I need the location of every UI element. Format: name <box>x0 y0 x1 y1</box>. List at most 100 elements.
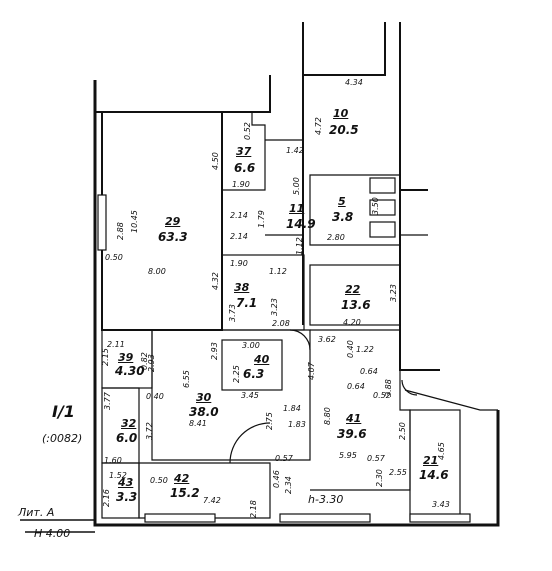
dimension-label: 1.52 <box>109 471 127 480</box>
dimension-label: 1.90 <box>230 259 248 268</box>
room-area-5: 3.8 <box>332 210 354 224</box>
dimension-label: 2.93 <box>147 354 156 372</box>
dimension-label: 0.52 <box>373 391 391 400</box>
dimension-label: 2.18 <box>249 500 258 518</box>
dimension-label: 2.88 <box>116 222 125 240</box>
dimension-label: 2.50 <box>398 422 407 440</box>
dimension-label: 0.52 <box>243 122 252 140</box>
dimension-label: 7.42 <box>203 496 221 505</box>
dimension-label: 3.88 <box>384 379 393 397</box>
room-area-10: 20.5 <box>329 123 359 137</box>
height-mark: h-3.30 <box>308 493 344 506</box>
dimension-label: 0.64 <box>360 367 378 376</box>
room-area-42: 15.2 <box>170 486 200 500</box>
scale-note: (:0082) <box>42 432 83 445</box>
dimension-label: 0.40 <box>346 340 355 358</box>
room-area-43: 3.3 <box>116 490 138 504</box>
room-number-11: 11 <box>289 202 305 215</box>
room-area-22: 13.6 <box>341 298 371 312</box>
dimension-label: 4.20 <box>343 318 361 327</box>
dimension-label: 3.23 <box>270 298 279 316</box>
room-number-32: 32 <box>121 417 137 430</box>
dimension-label: 3.23 <box>389 284 398 302</box>
dimension-label: 2.08 <box>272 319 290 328</box>
dimension-label: 2.15 <box>101 348 110 366</box>
room-number-40: 40 <box>254 353 270 366</box>
room-area-11: 14.9 <box>286 217 316 231</box>
room-number-37: 37 <box>236 145 252 158</box>
dimension-label: 4.32 <box>211 272 220 290</box>
letter-label: Лит. А <box>18 506 55 519</box>
dimension-label: 0.50 <box>150 476 168 485</box>
room-number-42: 42 <box>174 472 190 485</box>
room-number-5: 5 <box>338 195 346 208</box>
room-number-30: 30 <box>196 391 212 404</box>
dimension-label: 0.64 <box>347 382 365 391</box>
room-number-10: 10 <box>333 107 349 120</box>
room-area-40: 6.3 <box>243 367 265 381</box>
dimension-label: 2.34 <box>284 476 293 494</box>
dimension-label: 10.45 <box>130 210 139 233</box>
height-label: H 4.00 <box>34 527 71 540</box>
dimension-label: 1.84 <box>283 404 301 413</box>
dimension-label: 2.80 <box>327 233 345 242</box>
room-area-37: 6.6 <box>234 161 256 175</box>
room-area-29: 63.3 <box>158 230 188 244</box>
dimension-label: 5.00 <box>292 177 301 195</box>
room-area-41: 39.6 <box>337 427 367 441</box>
dimension-label: 4.07 <box>307 362 316 380</box>
dimension-label: 0.57 <box>275 454 293 463</box>
dimension-label: 8.00 <box>148 267 166 276</box>
room-area-38: 7.1 <box>236 296 258 310</box>
dimension-label: 1.79 <box>257 210 266 228</box>
dimension-label: 4.72 <box>314 117 323 135</box>
dimension-label: 1.12 <box>295 237 304 255</box>
room-number-43: 43 <box>118 476 134 489</box>
dimension-label: 1.42 <box>286 146 304 155</box>
dimension-label: 0.46 <box>272 470 281 488</box>
dimension-label: 2.30 <box>375 469 384 487</box>
dimension-label: 2.55 <box>389 468 407 477</box>
dimension-label: 2.11 <box>107 340 125 349</box>
dimension-label: 1.83 <box>288 420 306 429</box>
dimension-label: 2.75 <box>265 412 274 430</box>
dimension-label: 2.14 <box>230 232 248 241</box>
section-mark: I/1 <box>52 402 75 421</box>
walls <box>20 22 500 533</box>
room-number-39: 39 <box>118 351 134 364</box>
dimension-label: 4.50 <box>211 152 220 170</box>
dimension-label: 0.57 <box>367 454 385 463</box>
room-number-41: 41 <box>346 412 362 425</box>
room-number-29: 29 <box>165 215 181 228</box>
dimension-label: 4.65 <box>437 442 446 460</box>
dimension-label: 2.25 <box>232 365 241 383</box>
dimension-label: 1.60 <box>104 456 122 465</box>
dimension-label: 1.22 <box>356 345 374 354</box>
dimension-label: 2.14 <box>230 211 248 220</box>
dimension-label: 3.77 <box>103 392 112 410</box>
dimension-label: 3.73 <box>228 304 237 322</box>
dimension-label: 0.82 <box>140 352 149 370</box>
dimension-label: 8.80 <box>323 407 332 425</box>
dimension-label: 3.43 <box>432 500 450 509</box>
dimension-label: 4.34 <box>345 78 363 87</box>
room-number-21: 21 <box>423 454 439 467</box>
room-number-22: 22 <box>345 283 361 296</box>
dimension-label: 1.90 <box>232 180 250 189</box>
room-area-21: 14.6 <box>419 468 449 482</box>
room-area-30: 38.0 <box>189 405 219 419</box>
dimension-label: 3.50 <box>371 197 380 215</box>
dimension-label: 8.41 <box>189 419 207 428</box>
room-area-32: 6.0 <box>116 431 138 445</box>
room-area-39: 4.30 <box>115 364 145 378</box>
dimension-label: 5.95 <box>339 451 357 460</box>
dimension-label: 3.00 <box>242 341 260 350</box>
dimension-label: 0.50 <box>105 253 123 262</box>
dimension-label: 2.93 <box>210 342 219 360</box>
room-number-38: 38 <box>234 281 250 294</box>
dimension-label: 3.62 <box>318 335 336 344</box>
dimension-label: 6.55 <box>182 370 191 388</box>
dimension-label: 1.12 <box>269 267 287 276</box>
